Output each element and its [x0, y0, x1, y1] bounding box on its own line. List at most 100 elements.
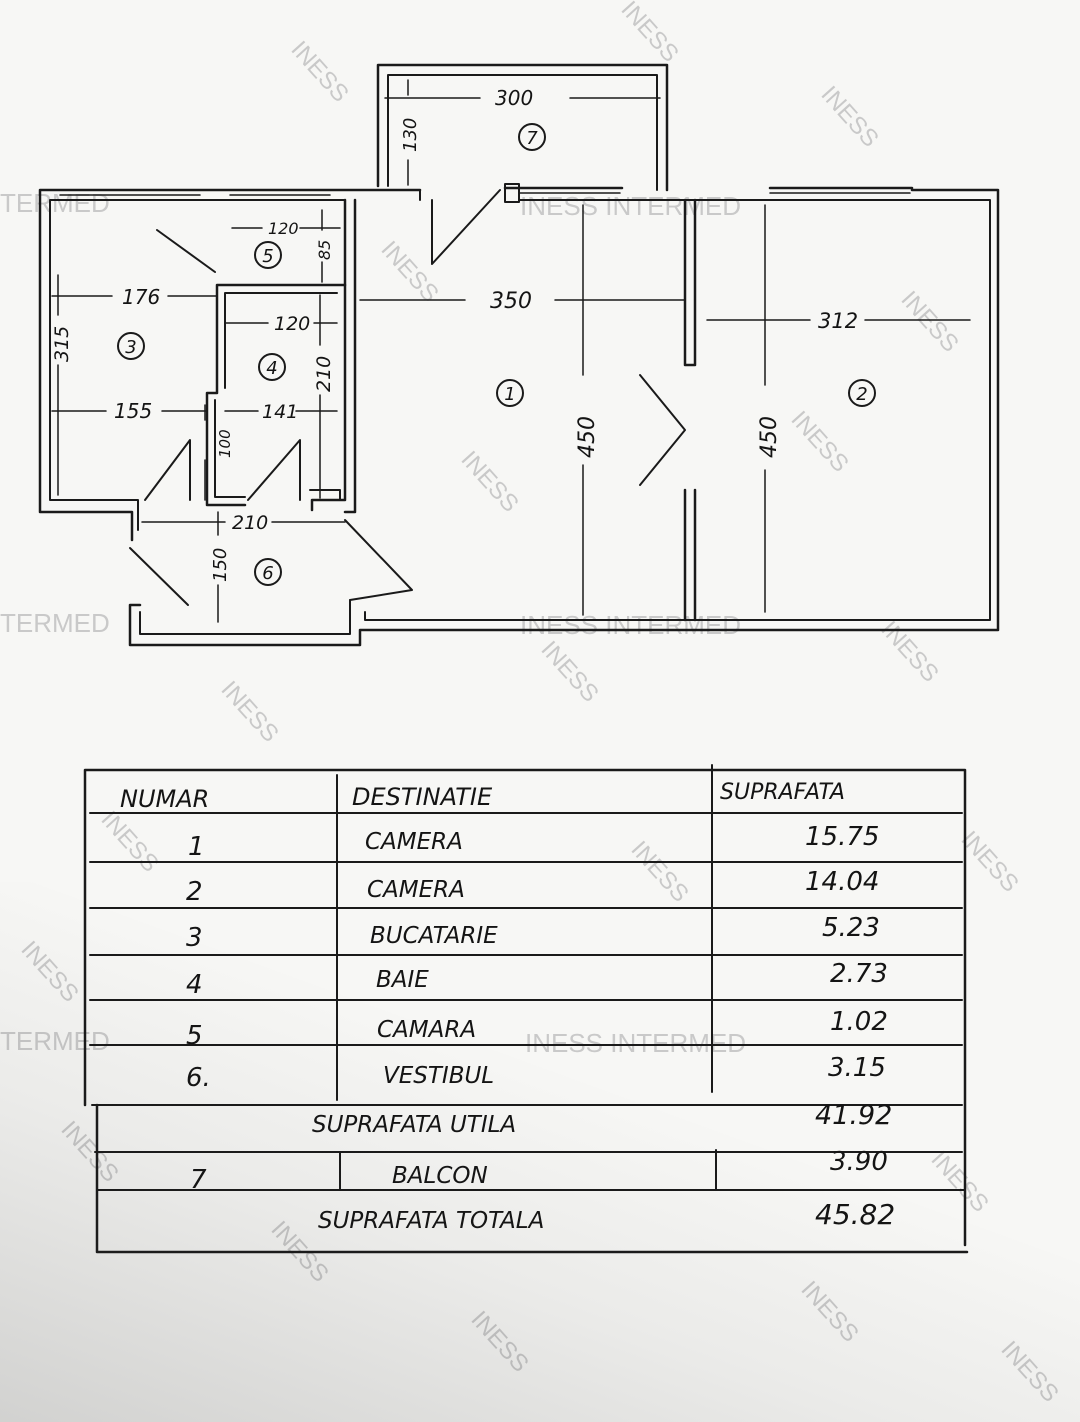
- room-marker-3: 3: [117, 332, 145, 360]
- dim-hall-width: 210: [232, 512, 268, 534]
- row-area: 3.15: [828, 1053, 886, 1083]
- floor-plan: 300 130 120 85 176 315 155 120 210 141 1…: [38, 63, 1000, 647]
- row-destination: CAMARA: [377, 1017, 476, 1043]
- watermark-long-2: INESS INTERMED: [520, 610, 741, 640]
- balcony-walls: [376, 63, 669, 192]
- watermark-short-15: INESS: [926, 1146, 994, 1218]
- row-destination: BAIE: [376, 967, 429, 993]
- table-row: 3 BUCATARIE 5.23: [186, 913, 880, 953]
- table-row-balcony: 7 BALCON 3.90: [190, 1147, 888, 1195]
- room-marker-1: 1: [496, 379, 524, 407]
- watermark-termed-3: TERMED: [0, 1026, 110, 1056]
- row-destination: VESTIBUL: [383, 1063, 494, 1089]
- dim-pantry-width: 120: [268, 219, 299, 238]
- watermark-short-5: INESS: [456, 446, 524, 518]
- table-row: 1 CAMERA 15.75: [188, 822, 879, 862]
- svg-text:5: 5: [262, 246, 273, 267]
- dim-bath-bottom: 141: [262, 401, 298, 423]
- row-number: 7: [190, 1165, 207, 1195]
- row-number: 6.: [186, 1063, 211, 1093]
- table-header-number: NUMAR: [120, 785, 209, 813]
- watermark-short-14: INESS: [16, 936, 84, 1008]
- table-header-destination: DESTINATIE: [352, 783, 493, 811]
- watermark-short-3: INESS: [816, 81, 884, 153]
- interior-walls: [205, 198, 697, 622]
- watermark-short-13: INESS: [96, 806, 164, 878]
- watermark-short-18: INESS: [466, 1306, 534, 1378]
- watermark-short-2: INESS: [616, 0, 684, 68]
- dim-pantry-depth: 85: [315, 240, 334, 260]
- dim-hall-depth: 150: [210, 548, 231, 582]
- dim-room2-depth: 450: [757, 416, 782, 458]
- room-markers: 1 2 3 4 5 6 7: [117, 123, 876, 586]
- svg-text:1: 1: [504, 384, 515, 405]
- room-marker-5: 5: [254, 241, 282, 269]
- watermark-short-1: INESS: [286, 36, 354, 108]
- row-area: 1.02: [830, 1007, 888, 1037]
- dim-kitchen-depth: 315: [51, 326, 73, 362]
- row-area: 2.73: [830, 959, 888, 989]
- watermark-short-19: INESS: [796, 1276, 864, 1348]
- watermark-short-6: INESS: [786, 406, 854, 478]
- row-number: 2: [186, 877, 203, 907]
- dimension-labels: 300 130 120 85 176 315 155 120 210 141 1…: [51, 86, 858, 582]
- watermark-short-9: INESS: [216, 676, 284, 748]
- dim-kitchen-width: 176: [122, 285, 160, 309]
- watermark-termed-1: TERMED: [0, 188, 110, 218]
- table-grid: [83, 764, 969, 1254]
- area-table: NUMAR DESTINATIE SUPRAFATA 1 CAMERA 15.7…: [83, 764, 969, 1254]
- watermark-short-8: INESS: [536, 636, 604, 708]
- dim-balcony-depth: 130: [400, 118, 421, 152]
- room-marker-4: 4: [258, 353, 286, 381]
- table-row: 4 BAIE 2.73: [186, 959, 888, 1000]
- dim-bath-depth: 210: [313, 356, 335, 392]
- outer-walls: [38, 183, 1000, 647]
- svg-text:7: 7: [526, 128, 538, 149]
- room-marker-6: 6: [254, 558, 282, 586]
- useful-area-label: SUPRAFATA UTILA: [312, 1112, 516, 1138]
- useful-area-value: 41.92: [815, 1100, 892, 1131]
- row-destination: BALCON: [392, 1163, 488, 1189]
- doors: [129, 189, 686, 606]
- dimension-lines: [51, 79, 971, 623]
- room-marker-2: 2: [848, 379, 876, 407]
- total-area-value: 45.82: [815, 1198, 895, 1231]
- svg-text:2: 2: [856, 384, 867, 405]
- svg-text:3: 3: [125, 337, 136, 358]
- watermark-long-1: INESS INTERMED: [520, 191, 741, 221]
- row-destination: CAMERA: [365, 829, 463, 855]
- row-number: 5: [186, 1021, 203, 1051]
- dim-bath-side: 100: [216, 429, 234, 458]
- watermark-short-12: INESS: [626, 836, 694, 908]
- row-destination: BUCATARIE: [370, 923, 498, 949]
- total-area-label: SUPRAFATA TOTALA: [318, 1208, 544, 1234]
- watermark-short-20: INESS: [996, 1336, 1064, 1408]
- dim-room1-depth: 450: [575, 416, 600, 458]
- row-destination: CAMERA: [367, 877, 465, 903]
- watermark-long-3: INESS INTERMED: [525, 1028, 746, 1058]
- row-area: 5.23: [822, 913, 880, 943]
- watermark-termed-2: TERMED: [0, 608, 110, 638]
- row-area: 3.90: [830, 1147, 888, 1177]
- dim-room2-width: 312: [818, 309, 858, 333]
- dim-kitchen-bottom: 155: [114, 399, 152, 423]
- table-header-area: SUPRAFATA: [720, 780, 845, 805]
- dim-room1-width: 350: [490, 289, 532, 314]
- table-row: 6. VESTIBUL 3.15: [186, 1053, 886, 1093]
- table-row: 5 CAMARA 1.02: [186, 1007, 888, 1051]
- watermark-short-7: INESS: [896, 286, 964, 358]
- row-number: 3: [186, 923, 203, 953]
- room-marker-7: 7: [518, 123, 546, 151]
- row-area: 14.04: [805, 867, 879, 897]
- watermark-short-10: INESS: [876, 616, 944, 688]
- svg-text:6: 6: [262, 563, 273, 584]
- watermark-layer: TERMED INESS INTERMED TERMED INESS INTER…: [0, 0, 1064, 1408]
- watermark-short-4: INESS: [376, 236, 444, 308]
- dim-balcony-width: 300: [495, 86, 533, 110]
- dim-bath-width: 120: [274, 313, 310, 335]
- row-area: 15.75: [805, 822, 879, 852]
- svg-text:4: 4: [266, 358, 277, 379]
- table-row: 2 CAMERA 14.04: [186, 867, 879, 907]
- row-number: 1: [188, 832, 205, 862]
